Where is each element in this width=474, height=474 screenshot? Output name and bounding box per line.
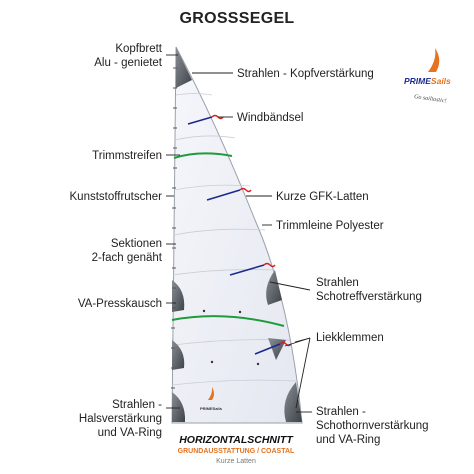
label-hals-1: Strahlen - [112,399,162,411]
eyelets [202,309,260,366]
brand-logo: PRIMESails Go sailtastic! [404,48,451,105]
sail-sections [171,93,297,386]
label-trimmleine: Trimmleine Polyester [276,220,384,232]
sail-body [171,46,303,424]
label-schotreff-2: Schotreffverstärkung [316,291,422,303]
label-hals-2: Halsverstärkung [79,413,162,425]
label-sektionen: Sektionen [111,238,162,250]
trim-stripe [171,315,285,327]
brand-tagline: Go sailtastic! [414,94,447,104]
reinforcement [172,340,185,370]
caption-subtitle: GRUNDAUSSTATTUNG / COASTAL [178,448,295,455]
diagram-title: GROSSSEGEL [179,10,295,27]
leader-lines [166,54,312,413]
label-strahlen-kopf: Strahlen - Kopfverstärkung [237,68,374,80]
label-sektionen-sub: 2-fach genäht [92,252,163,264]
label-va-presskausch: VA-Presskausch [78,298,162,310]
reinforcement [172,392,186,422]
caption-note: Kurze Latten [216,458,256,465]
sail-logo: PRIMESails [200,387,223,411]
label-gfk-latten: Kurze GFK-Latten [276,191,369,203]
trim-stripe [173,152,233,159]
clew-reinforcement [266,270,282,305]
label-liekklemmen: Liekklemmen [316,332,384,344]
label-kopfbrett-sub: Alu - genietet [94,57,163,69]
battens [187,116,281,355]
label-schotreff-1: Strahlen [316,277,359,289]
label-kopfbrett: Kopfbrett [115,43,162,55]
caption-title: HORIZONTALSCHNITT [179,434,294,446]
label-schothorn-3: und VA-Ring [316,434,380,446]
label-trimmstreifen: Trimmstreifen [92,150,162,162]
brand-name: PRIMESails [404,76,451,86]
luff-slides [171,67,177,409]
label-kunststoffrutscher: Kunststoffrutscher [70,191,163,203]
head-reinforcement [176,47,192,88]
label-hals-3: und VA-Ring [98,427,162,439]
label-schothorn-1: Strahlen - [316,406,366,418]
svg-text:PRIMESails: PRIMESails [200,406,223,411]
label-windbaendsel: Windbändsel [237,112,303,124]
sail-logo-icon [428,48,440,72]
label-schothorn-2: Schothornverstärkung [316,420,429,432]
